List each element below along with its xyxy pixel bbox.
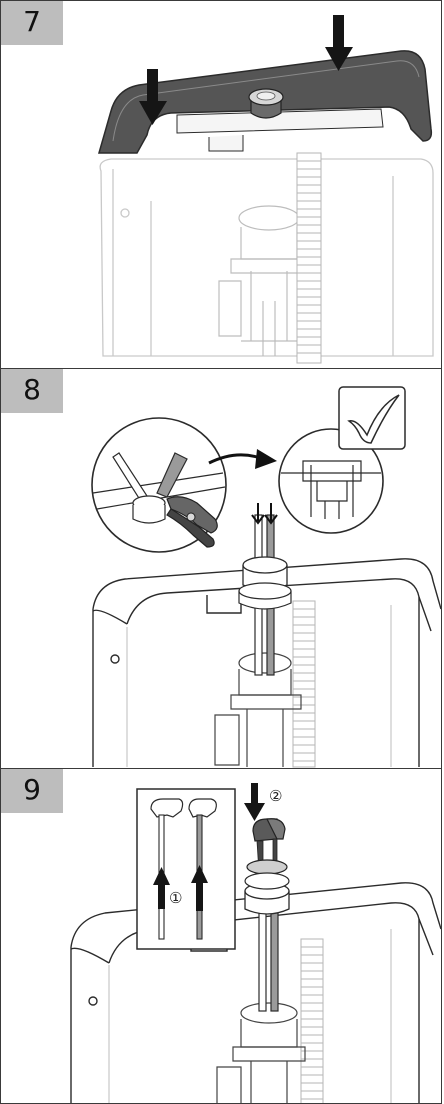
overflow-pipe	[300, 938, 324, 1103]
down-arrow-icon	[264, 503, 278, 525]
direction-arrow-icon	[208, 449, 277, 469]
callout-2-label: ②	[269, 787, 282, 805]
cut-detail-circle	[91, 417, 227, 553]
flush-valve	[216, 1002, 306, 1103]
down-arrow-icon	[244, 783, 265, 821]
step-7-illustration	[98, 15, 434, 364]
cistern-body	[70, 882, 441, 1103]
result-detail-circle	[278, 428, 384, 534]
pliers-icon	[166, 496, 218, 548]
down-arrow-icon	[325, 15, 353, 71]
cap-inset: ①	[136, 788, 236, 950]
step-number: 7	[1, 1, 63, 45]
push-button	[248, 88, 284, 119]
step-8-illustration	[91, 386, 441, 768]
step-9-illustration: ② ①	[70, 783, 441, 1103]
rod-guide	[238, 556, 292, 610]
cistern-body	[99, 158, 434, 357]
cistern-body	[92, 558, 441, 767]
flush-valve	[214, 652, 302, 767]
checkmark-icon	[338, 386, 406, 450]
callout-1-label: ①	[169, 889, 182, 907]
step-number: 8	[1, 369, 63, 413]
button-caps	[244, 818, 290, 890]
step-9-panel: ② ① 9	[0, 768, 442, 1104]
cistern-body-interior	[108, 929, 392, 1103]
down-arrow-icon	[139, 69, 167, 125]
up-arrow-icon	[153, 867, 170, 909]
up-arrow-icon	[191, 865, 208, 911]
overflow-pipe	[292, 600, 316, 768]
step-8-panel: 8	[0, 368, 442, 769]
overflow-pipe	[296, 152, 322, 364]
step-number: 9	[1, 769, 63, 813]
down-arrow-icon	[251, 503, 265, 525]
flush-valve	[218, 205, 308, 356]
cistern-body-interior	[126, 605, 392, 767]
step-7-panel: 7	[0, 0, 442, 369]
